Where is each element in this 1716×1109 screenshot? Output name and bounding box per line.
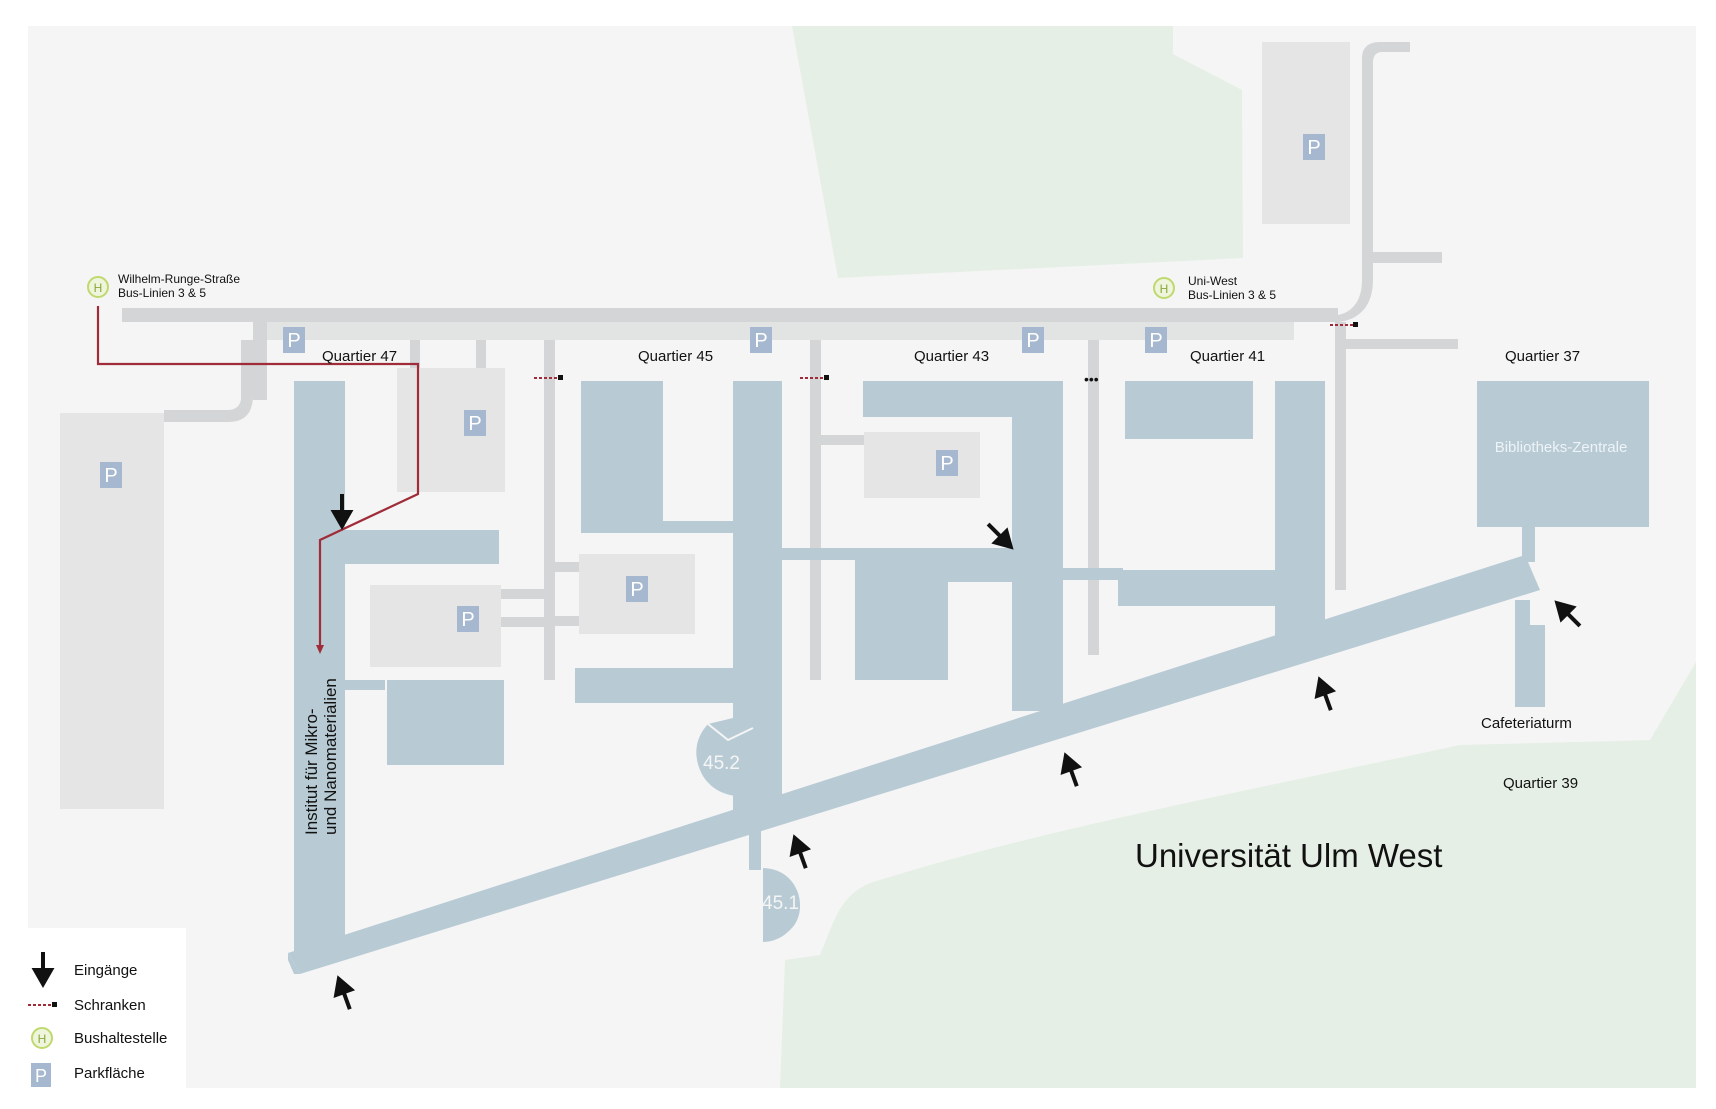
building-45-1-label: 45.1 <box>762 893 799 914</box>
parking-icon: P <box>100 462 122 488</box>
quarter-label: Quartier 41 <box>1190 348 1265 365</box>
legend: Eingänge Schranken H Bushaltestelle P Pa… <box>28 928 186 1088</box>
parking-icon <box>31 1063 51 1087</box>
svg-text:Bushaltestelle: Bushaltestelle <box>74 1030 167 1047</box>
svg-text:Eingänge: Eingänge <box>74 962 137 979</box>
svg-text:P: P <box>630 579 643 601</box>
legend-item-entrances: Eingänge <box>33 950 137 986</box>
svg-text:H: H <box>1160 282 1169 296</box>
map-title: Universität Ulm West <box>1135 837 1442 874</box>
svg-text:P: P <box>940 453 953 475</box>
barrier-icon <box>800 375 829 380</box>
green-area-north <box>792 26 1243 278</box>
quarter-label: Quartier 37 <box>1505 348 1580 365</box>
main-corridor <box>288 555 1540 974</box>
buildings <box>288 381 1649 974</box>
parking-icon: P <box>626 576 648 602</box>
road-network <box>122 42 1458 680</box>
svg-text:P: P <box>287 330 300 352</box>
parking-icon: P <box>283 327 305 353</box>
svg-text:P: P <box>1307 137 1320 159</box>
svg-text:H: H <box>38 1032 47 1046</box>
svg-text:P: P <box>1149 330 1162 352</box>
bus-stop-lines: Bus-Linien 3 & 5 <box>118 286 206 300</box>
building-45-2-outline <box>707 723 754 742</box>
parking-icon: P <box>750 327 772 353</box>
bus-stop-uni-west: H Uni-West Bus-Linien 3 & 5 <box>1153 274 1276 302</box>
svg-text:Institut für Mikro-: Institut für Mikro- <box>302 708 321 835</box>
svg-text:P: P <box>1026 330 1039 352</box>
svg-text:P: P <box>461 609 474 631</box>
barrier-icon <box>1330 322 1358 327</box>
bus-stop-wilhelm-runge: H Wilhelm-Runge-Straße Bus-Linien 3 & 5 <box>87 272 240 300</box>
building-45-2-label: 45.2 <box>703 753 740 774</box>
parking-icon: P <box>936 450 958 476</box>
route-arrowhead <box>316 645 324 654</box>
bus-stop-icon <box>31 1027 53 1049</box>
legend-item-bus-stop: H Bushaltestelle <box>31 1027 167 1049</box>
bus-stop-icon <box>1153 277 1175 299</box>
building-institut <box>294 381 345 951</box>
parking-signs: P P P P P P P P P P <box>100 134 1325 632</box>
svg-text:P: P <box>35 1066 47 1086</box>
svg-text:H: H <box>94 281 103 295</box>
cafeteria-label: Cafeteriaturm <box>1481 715 1572 732</box>
barrier-icon <box>534 375 563 380</box>
gate-marker: ••• <box>1084 371 1099 387</box>
institute-label: Institut für Mikro- und Nanomaterialien <box>302 678 340 835</box>
legend-item-parking: P Parkfläche <box>31 1063 145 1087</box>
parking-icon: P <box>457 606 479 632</box>
legend-item-barriers: Schranken <box>28 997 146 1014</box>
bus-stop-name: Uni-West <box>1188 274 1238 288</box>
parking-icon: P <box>1022 327 1044 353</box>
parking-icon: P <box>1303 134 1325 160</box>
quarter-label: Quartier 45 <box>638 348 713 365</box>
quarter-label: Quartier 39 <box>1503 775 1578 792</box>
svg-text:P: P <box>468 413 481 435</box>
svg-text:P: P <box>104 465 117 487</box>
bus-stop-icon <box>87 276 109 298</box>
quarter-label: Quartier 43 <box>914 348 989 365</box>
library-label: Bibliotheks-Zentrale <box>1495 439 1628 456</box>
svg-text:Schranken: Schranken <box>74 997 146 1014</box>
route-line <box>96 306 420 650</box>
svg-text:Parkfläche: Parkfläche <box>74 1065 145 1082</box>
parking-icon: P <box>1145 327 1167 353</box>
bus-stop-name: Wilhelm-Runge-Straße <box>118 272 240 286</box>
bus-stop-lines: Bus-Linien 3 & 5 <box>1188 288 1276 302</box>
parking-icon: P <box>464 410 486 436</box>
svg-text:und Nanomaterialien: und Nanomaterialien <box>321 678 340 835</box>
svg-text:P: P <box>754 330 767 352</box>
green-area-south <box>780 662 1696 1088</box>
quarter-label: Quartier 47 <box>322 348 397 365</box>
